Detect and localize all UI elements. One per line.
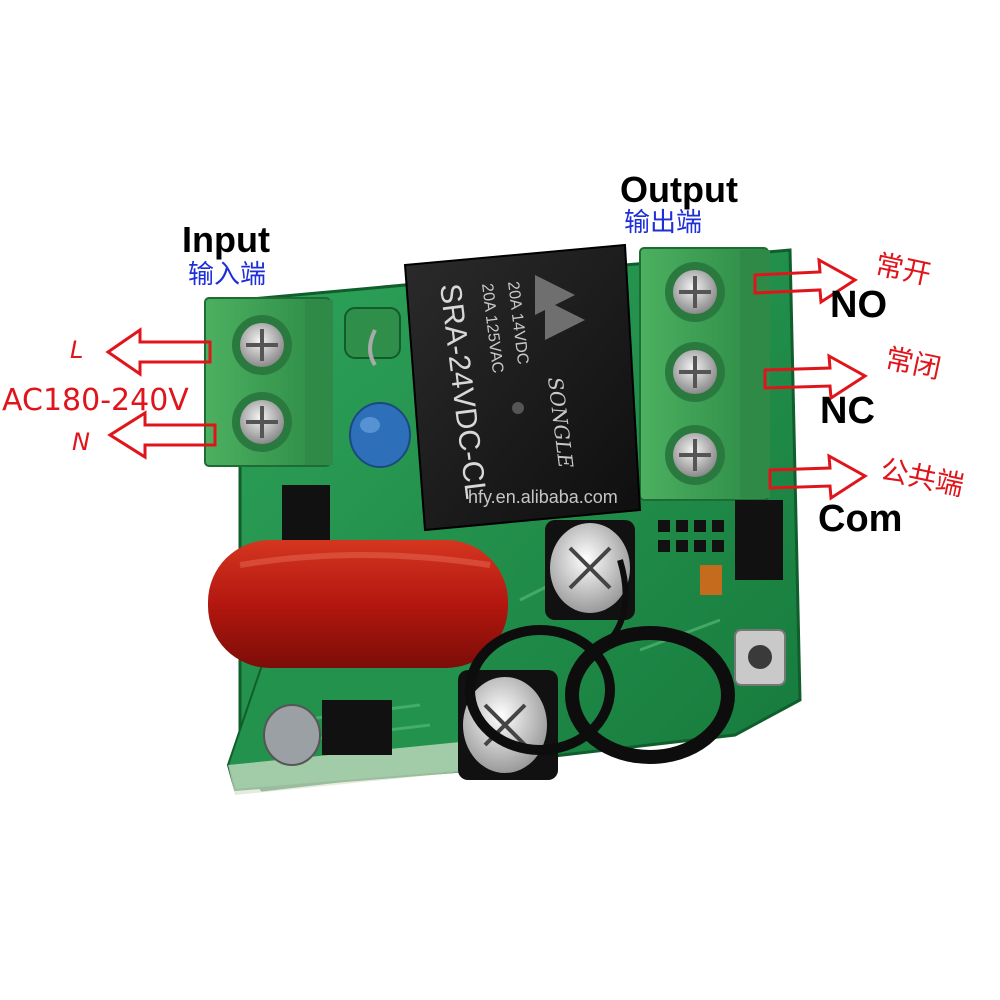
relay: SONGLE 20A 14VDC 20A 125VAC SRA-24VDC-CL xyxy=(403,243,642,532)
output-label-cn: 输出端 xyxy=(624,208,703,238)
nc-label: NC xyxy=(820,390,875,432)
arrow-left-icon xyxy=(107,410,217,460)
arrow-right-icon xyxy=(768,453,868,501)
jumper xyxy=(735,500,783,580)
com-label: Com xyxy=(818,498,903,540)
electrolytic-capacitor xyxy=(545,520,635,620)
inductor-coil xyxy=(465,559,735,764)
input-label-cn: 输入端 xyxy=(188,260,267,290)
output-label: Output xyxy=(620,169,738,210)
input-label: Input xyxy=(182,219,270,260)
songle-logo-icon xyxy=(535,275,585,340)
led xyxy=(700,565,722,595)
crystal xyxy=(263,704,321,766)
film-capacitor xyxy=(208,540,508,668)
live-label: L xyxy=(70,336,84,364)
pin-header xyxy=(658,520,724,552)
input-terminal-block xyxy=(204,297,333,467)
voltage-label: AC180-240V xyxy=(2,383,189,418)
arrow-right-icon xyxy=(763,353,868,401)
output-arrows xyxy=(753,257,868,501)
no-label: NO xyxy=(830,284,887,326)
chip xyxy=(322,700,392,755)
arrow-right-icon xyxy=(753,257,858,305)
input-arrows xyxy=(105,327,217,460)
watermark: hfy.en.alibaba.com xyxy=(468,487,618,507)
varistor xyxy=(349,402,411,468)
neutral-label: N xyxy=(72,428,90,456)
output-terminal-block xyxy=(639,247,770,501)
chip xyxy=(282,485,330,545)
arrow-left-icon xyxy=(105,327,212,377)
